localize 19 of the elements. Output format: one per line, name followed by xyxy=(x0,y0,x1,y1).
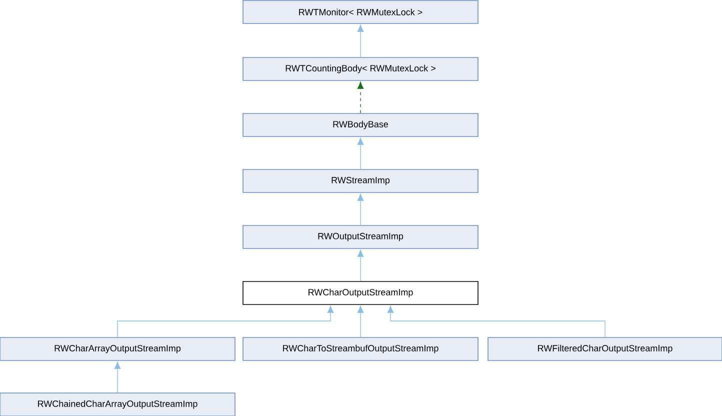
inheritance-arrow xyxy=(387,306,606,338)
inheritance-arrow xyxy=(357,250,364,282)
inheritance-arrow xyxy=(357,138,364,170)
inheritance-arrow xyxy=(117,306,334,338)
class-box: RWBodyBase xyxy=(242,113,478,137)
inheritance-arrow xyxy=(357,194,364,226)
class-box: RWCharArrayOutputStreamImp xyxy=(0,337,236,361)
class-box: RWFilteredCharOutputStreamImp xyxy=(488,337,722,361)
inheritance-arrow xyxy=(357,24,364,58)
class-box: RWStreamImp xyxy=(242,169,478,193)
inheritance-arrow xyxy=(357,306,364,338)
class-box: RWTMonitor< RWMutexLock > xyxy=(242,0,478,24)
class-box: RWTCountingBody< RWMutexLock > xyxy=(242,57,478,81)
inheritance-arrow xyxy=(114,362,121,393)
class-box: RWChainedCharArrayOutputStreamImp xyxy=(0,392,236,416)
class-box: RWOutputStreamImp xyxy=(242,225,478,249)
class-box: RWCharOutputStreamImp xyxy=(242,281,478,305)
inheritance-arrow xyxy=(357,82,364,114)
class-box: RWCharToStreambufOutputStreamImp xyxy=(242,337,478,361)
